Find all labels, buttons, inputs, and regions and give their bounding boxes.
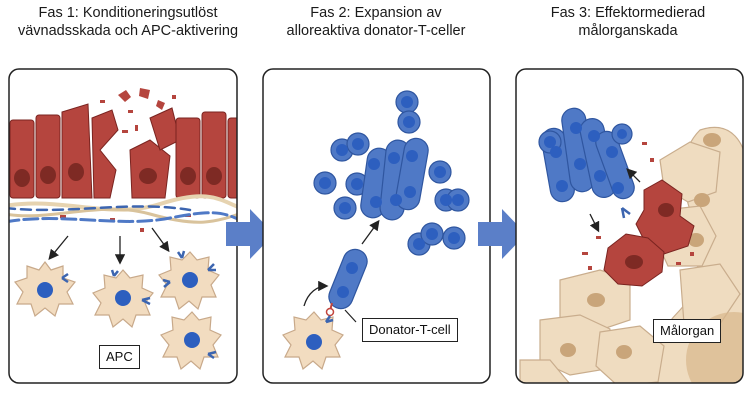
tissue-fibers bbox=[9, 194, 237, 224]
panel-1-title-line1: Fas 1: Konditioneringsutlöst bbox=[38, 5, 218, 21]
panel-2-title-line1: Fas 2: Expansion av bbox=[310, 5, 442, 21]
panel-1-title-line2: vävnadsskada och APC-aktivering bbox=[17, 23, 239, 39]
expansion-arrow bbox=[361, 219, 380, 245]
panel-2 bbox=[262, 68, 491, 384]
attack-arrow bbox=[589, 213, 600, 233]
donor-t-cell-label: Donator-T-cell bbox=[362, 318, 458, 342]
panel-3-title-line2: målorganskada bbox=[578, 23, 678, 39]
t-cell-nuclei bbox=[319, 96, 464, 250]
apc-label: APC bbox=[99, 345, 140, 369]
apc-cell bbox=[158, 250, 220, 311]
apc-cell bbox=[282, 311, 344, 371]
panel-1-title: Fas 1: Konditioneringsutlöst vävnadsskad… bbox=[0, 4, 256, 40]
activation-arrows bbox=[48, 227, 170, 265]
donor-t-cell bbox=[325, 248, 368, 317]
panel-2-title-line2: alloreaktiva donator-T-celler bbox=[286, 23, 466, 39]
apc-cell bbox=[92, 269, 154, 329]
panel-3 bbox=[515, 68, 744, 384]
effector-nuclei bbox=[544, 122, 627, 194]
donor-label-leader bbox=[344, 309, 357, 323]
receptor-icon bbox=[620, 207, 631, 219]
panel-1 bbox=[8, 68, 238, 384]
binding-arrow bbox=[303, 280, 329, 307]
cell-debris bbox=[60, 88, 191, 232]
signal-arrow bbox=[626, 168, 641, 183]
transition-arrow-2 bbox=[478, 209, 526, 259]
transition-arrow-1 bbox=[226, 209, 274, 259]
apc-cell bbox=[160, 311, 222, 371]
apc-cell bbox=[13, 261, 77, 318]
organ-nuclei bbox=[560, 133, 721, 359]
panel-3-frame bbox=[515, 68, 744, 384]
panel-3-debris bbox=[582, 142, 694, 270]
epithelial-nuclei bbox=[14, 163, 222, 187]
damaged-nuclei bbox=[625, 203, 674, 269]
panel-3-title-line1: Fas 3: Effektormedierad bbox=[550, 5, 706, 21]
apc-cells bbox=[13, 250, 222, 371]
target-organ-label: Målorgan bbox=[653, 319, 722, 343]
panel-2-title: Fas 2: Expansion av alloreaktiva donator… bbox=[258, 4, 494, 40]
panel-3-title: Fas 3: Effektormedierad målorganskada bbox=[506, 4, 750, 40]
